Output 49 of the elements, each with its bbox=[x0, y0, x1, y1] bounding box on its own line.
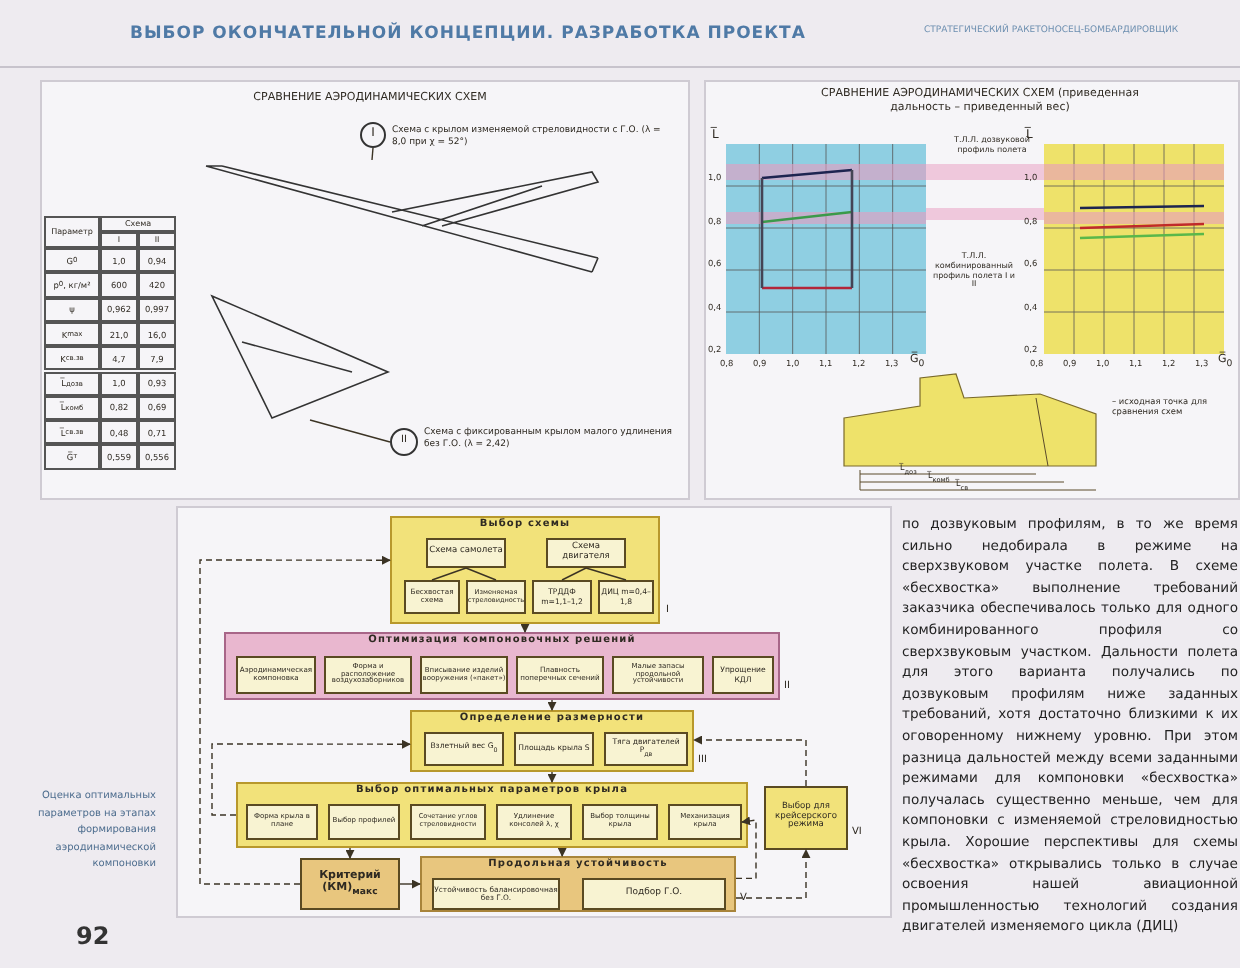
group-box bbox=[420, 856, 736, 912]
group-box bbox=[410, 710, 694, 772]
process-box bbox=[582, 804, 658, 840]
connector-line bbox=[585, 567, 627, 581]
process-box bbox=[532, 580, 592, 614]
arrow bbox=[735, 816, 757, 880]
process-box bbox=[546, 538, 626, 568]
process-box bbox=[404, 580, 460, 614]
arrow bbox=[693, 735, 807, 787]
group-box bbox=[236, 782, 748, 848]
process-box bbox=[424, 732, 504, 766]
process-box bbox=[712, 656, 774, 694]
process-box bbox=[496, 804, 572, 840]
process-box bbox=[246, 804, 318, 840]
process-box bbox=[764, 786, 848, 850]
process-box bbox=[328, 804, 400, 840]
arrow bbox=[547, 771, 557, 783]
process-box bbox=[426, 538, 506, 568]
arrow bbox=[547, 699, 557, 711]
process-box bbox=[516, 656, 604, 694]
arrow bbox=[345, 847, 355, 859]
process-box bbox=[432, 878, 560, 910]
page-heading: ВЫБОР ОКОНЧАТЕЛЬНОЙ КОНЦЕПЦИИ. РАЗРАБОТКА ПРОЕКТА bbox=[130, 24, 806, 44]
arrow bbox=[520, 623, 530, 633]
arrow bbox=[399, 879, 421, 889]
group-box bbox=[224, 632, 780, 700]
process-box bbox=[598, 580, 654, 614]
process-box bbox=[300, 858, 400, 910]
arrow bbox=[199, 555, 391, 885]
leader-line bbox=[309, 419, 391, 443]
process-box bbox=[668, 804, 742, 840]
process-box bbox=[410, 804, 486, 840]
process-box bbox=[514, 732, 594, 766]
leader-line bbox=[371, 147, 374, 161]
page-number: 92 bbox=[76, 922, 112, 951]
connector-line bbox=[465, 567, 497, 581]
arrow bbox=[211, 739, 411, 816]
group-box bbox=[390, 516, 660, 624]
connector-line bbox=[561, 567, 587, 581]
process-box bbox=[604, 732, 688, 766]
process-box bbox=[582, 878, 726, 910]
arrow bbox=[735, 849, 811, 899]
arrow bbox=[557, 847, 567, 857]
process-box bbox=[324, 656, 412, 694]
process-box bbox=[236, 656, 316, 694]
process-box bbox=[420, 656, 508, 694]
process-box bbox=[466, 580, 526, 614]
connector-line bbox=[431, 567, 467, 581]
process-box bbox=[612, 656, 704, 694]
